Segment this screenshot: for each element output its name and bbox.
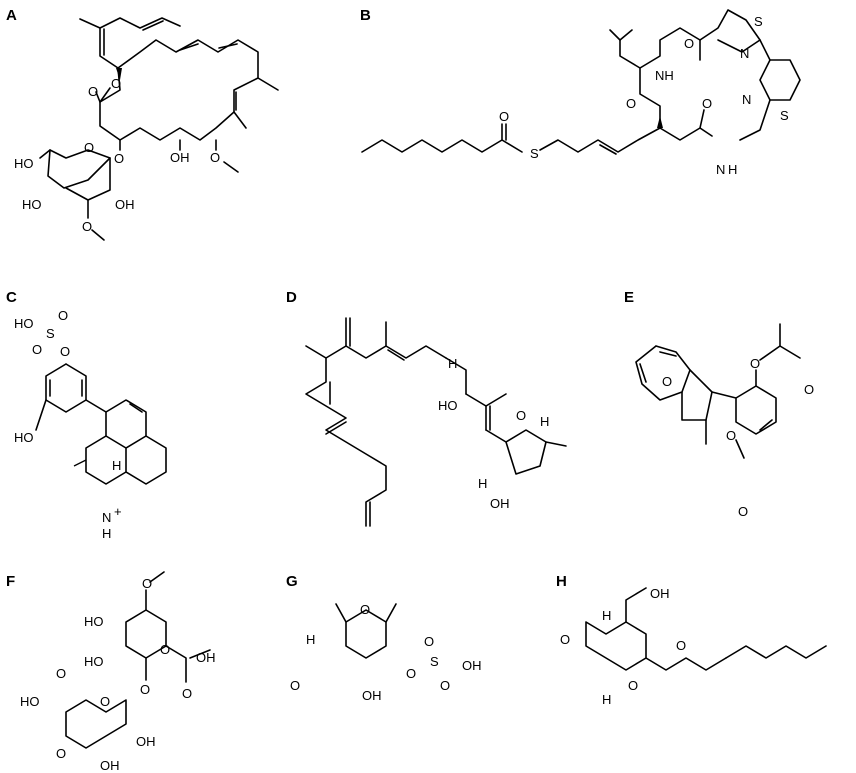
atom-label: H: [602, 692, 611, 707]
atom-label: N: [740, 46, 749, 61]
atom-label: O: [100, 694, 110, 709]
atom-label: O: [56, 666, 66, 681]
atom-label: O: [804, 382, 814, 397]
atom-label: O: [56, 746, 66, 761]
panel-label-e: E: [624, 289, 634, 306]
atom-label: O: [140, 682, 150, 697]
panel-label-b: B: [360, 7, 371, 24]
atom-label: OH: [362, 688, 382, 703]
atom-label: HO: [438, 398, 458, 413]
atom-label: OH: [136, 734, 156, 749]
atom-label: HO: [84, 654, 104, 669]
atom-label: O: [424, 634, 434, 649]
atom-label: OH: [170, 150, 190, 165]
atom-label: O: [82, 219, 92, 234]
atom-label: OH: [100, 758, 120, 773]
atom-label: H: [306, 632, 315, 647]
atom-label: +: [114, 504, 122, 519]
panel-label-d: D: [286, 289, 297, 306]
atom-label: HO: [14, 316, 34, 331]
panel-f: F O HO HO O OH O O HO O O O OH OH: [6, 571, 216, 773]
atom-label: O: [499, 109, 509, 124]
atom-label: NH: [655, 68, 674, 83]
atom-label: O: [290, 678, 300, 693]
atom-label: HO: [14, 430, 34, 445]
atom-label: O: [210, 150, 220, 165]
panel-h: H OH O H O O H: [556, 573, 827, 707]
atom-label: O: [676, 638, 686, 653]
atom-label: H: [478, 476, 487, 491]
atom-label: O: [142, 576, 152, 591]
atom-label: O: [406, 666, 416, 681]
atom-label: H: [448, 356, 457, 371]
atom-label: O: [702, 96, 712, 111]
atom-label: H: [112, 458, 121, 473]
atom-label: S: [754, 14, 763, 29]
atom-label: OH: [115, 197, 135, 212]
atom-label: O: [726, 428, 736, 443]
atom-label: H: [540, 414, 549, 429]
atom-label: O: [114, 151, 124, 166]
atom-label: O: [516, 408, 526, 423]
panel-a: A O O O HO O OH HO O OH O: [6, 7, 279, 241]
atom-label: O: [60, 344, 70, 359]
panel-label-h: H: [556, 573, 567, 590]
atom-label: HO: [14, 156, 34, 171]
atom-label: O: [560, 632, 570, 647]
panel-label-g: G: [286, 573, 298, 590]
atom-label: S: [530, 146, 539, 161]
atom-label: HO: [84, 614, 104, 629]
atom-label: S: [780, 108, 789, 123]
atom-label: N: [102, 510, 111, 525]
panel-label-f: F: [6, 573, 15, 590]
atom-label: O: [88, 84, 98, 99]
atom-label: HO: [20, 694, 40, 709]
atom-label: OH: [462, 658, 482, 673]
panel-label-a: A: [6, 7, 17, 24]
atom-label: OH: [650, 586, 670, 601]
atom-label: O: [84, 140, 94, 155]
atom-label: H: [728, 162, 737, 177]
atom-label: O: [626, 96, 636, 111]
atom-label: O: [111, 76, 121, 91]
atom-label: S: [46, 326, 55, 341]
atom-label: N: [716, 162, 725, 177]
panel-e: E O O O O O: [624, 289, 814, 519]
atom-label: HO: [22, 197, 42, 212]
atom-label: O: [360, 602, 370, 617]
atom-label: O: [32, 342, 42, 357]
atom-label: O: [58, 308, 68, 323]
panel-label-c: C: [6, 289, 17, 306]
panel-d: D H HO O H H OH: [286, 289, 567, 527]
atom-label: H: [602, 608, 611, 623]
atom-label: S: [430, 654, 439, 669]
panel-b: B O S O NH O S N N S O N H: [360, 7, 801, 177]
atom-label: O: [662, 374, 672, 389]
atom-label: O: [440, 678, 450, 693]
atom-label: O: [684, 36, 694, 51]
atom-label: OH: [196, 650, 216, 665]
atom-label: H: [102, 526, 111, 541]
atom-label: O: [738, 504, 748, 519]
atom-label: O: [628, 678, 638, 693]
atom-label: O: [160, 642, 170, 657]
atom-label: O: [182, 686, 192, 701]
atom-label: OH: [490, 496, 510, 511]
atom-label: N: [742, 92, 751, 107]
atom-label: O: [750, 356, 760, 371]
panel-g: G O H O S O O OH O OH: [286, 573, 482, 703]
panel-c: C HO S O O O HO H N + H: [6, 289, 167, 541]
